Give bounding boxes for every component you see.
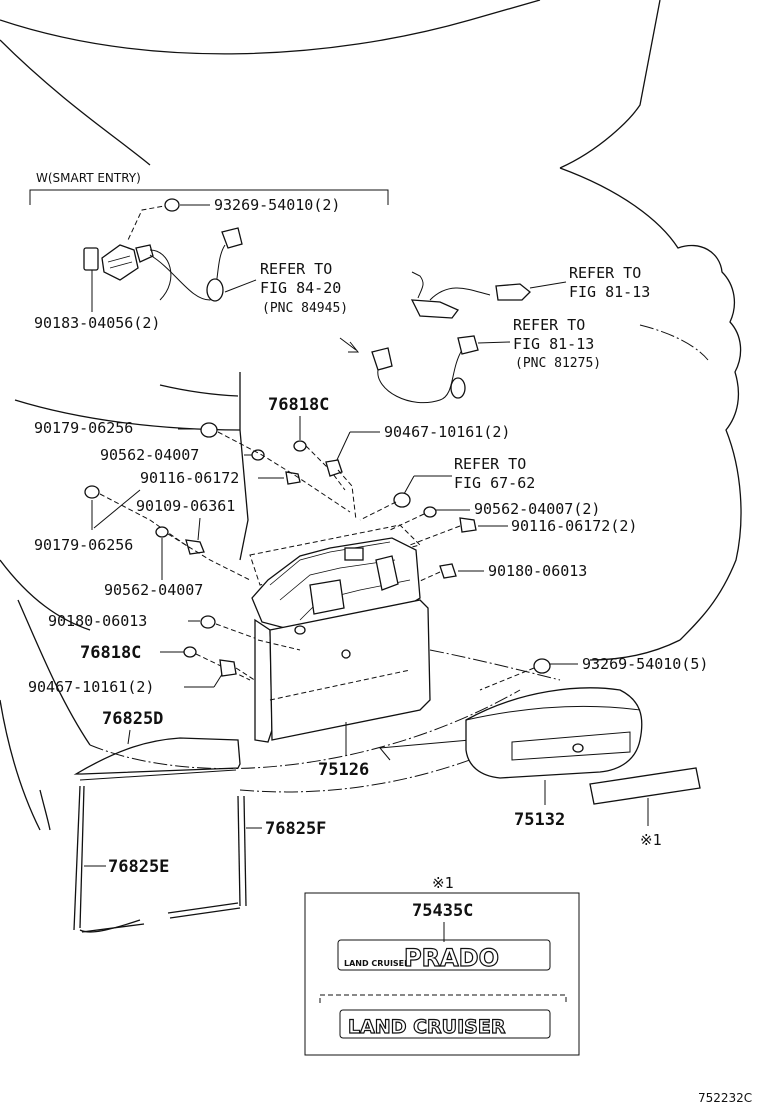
screw-icon <box>533 658 551 674</box>
ref3-line1: REFER TO <box>513 316 585 334</box>
bolt-icon <box>459 517 477 533</box>
note-mark: ※1 <box>640 831 662 849</box>
part-90179-06256-b: 90179-06256 <box>34 536 133 554</box>
figure-code: 752232C <box>698 1091 752 1105</box>
upper-fasteners: 76818C 90179-06256 90562-04007 90116-061… <box>34 395 510 521</box>
part-93269-54010-5: 93269-54010(5) <box>582 655 708 673</box>
prado-emblem-small: LAND CRUISER <box>344 959 410 968</box>
seal-76825D <box>73 737 241 775</box>
part-90180-06013-b: 90180-06013 <box>488 562 587 580</box>
variant-bracket <box>29 189 389 205</box>
ref3-line2: FIG 81-13 <box>513 335 594 353</box>
variant-label: W(SMART ENTRY) <box>36 171 141 185</box>
screw-icon <box>219 659 237 677</box>
ref1-line1: REFER TO <box>260 260 332 278</box>
part-75132-label: 75132 <box>514 810 565 830</box>
nut-icon <box>200 615 216 629</box>
ref2-line2: FIG 81-13 <box>569 283 650 301</box>
part-75126-label: 75126 <box>318 760 369 780</box>
clip-icon <box>200 422 218 438</box>
emblem-box: ※1 75435C LAND CRUISER PRADO LAND CRUISE… <box>304 874 580 1056</box>
part-90179-06256-a: 90179-06256 <box>34 419 133 437</box>
smart-entry-switch <box>83 227 243 302</box>
nut-icon <box>439 563 457 579</box>
washer-icon <box>155 526 169 538</box>
part-76825E-label: 76825E <box>108 857 169 877</box>
part-76818C-top: 76818C <box>268 395 329 415</box>
part-76825F-label: 76825F <box>265 819 326 839</box>
emblem-strip <box>589 767 701 805</box>
ref3-line3: (PNC 81275) <box>515 356 601 371</box>
land-cruiser-emblem <box>339 1009 551 1039</box>
screw-icon <box>325 459 343 477</box>
part-90562-04007-a: 90562-04007 <box>100 446 199 464</box>
smart-entry-group: W(SMART ENTRY) 93269-54010(2) 90183-0405… <box>29 171 389 332</box>
part-90467-10161-b: 90467-10161(2) <box>28 678 154 696</box>
emblem-divider <box>319 994 567 1003</box>
license-lamp-harness: REFER TO FIG 81-13 REFER TO FIG 81-13 (P… <box>339 264 650 404</box>
clip-icon <box>84 485 100 499</box>
part-75126-housing: 75126 <box>249 524 431 780</box>
washer-icon <box>423 506 437 518</box>
part-90109-06361: 90109-06361 <box>136 497 235 515</box>
washer-icon <box>251 449 265 461</box>
weatherstrip-seals: 76825D 76825E 76825F <box>73 709 326 933</box>
screw-icon <box>164 198 180 212</box>
ref2-line1: REFER TO <box>569 264 641 282</box>
emblem-frame <box>304 892 580 1056</box>
seal-76825F-right <box>237 795 241 907</box>
part-90562-04007-b: 90562-04007 <box>104 581 203 599</box>
part-90116-06172-a: 90116-06172 <box>140 469 239 487</box>
clip-icon <box>393 492 411 508</box>
arrow-icon <box>339 337 360 353</box>
part-90180-06013-a: 90180-06013 <box>48 612 147 630</box>
right-fasteners: REFER TO FIG 67-62 90562-04007(2) 90116-… <box>359 455 708 691</box>
ref1-line2: FIG 84-20 <box>260 279 341 297</box>
bolt-icon <box>185 539 205 555</box>
seal-76825F-bottom <box>169 907 241 919</box>
land-cruiser-emblem-text: LAND CRUISER <box>348 1016 506 1038</box>
washer-icon <box>293 440 307 452</box>
part-76818C-bottom: 76818C <box>80 643 141 663</box>
bolt-icon <box>285 471 301 485</box>
ref4-line2: FIG 67-62 <box>454 474 535 492</box>
part-75132-garnish: 75132 ※1 <box>465 687 701 849</box>
part-75435C-label: 75435C <box>412 901 473 921</box>
left-fasteners: 90109-06361 90179-06256 90562-04007 9018… <box>28 485 271 696</box>
ref1-line3: (PNC 84945) <box>262 301 348 316</box>
part-90116-06172-b: 90116-06172(2) <box>511 517 637 535</box>
note-mark-box: ※1 <box>432 874 454 892</box>
part-90562-04007-c: 90562-04007(2) <box>474 500 600 518</box>
part-76825D-label: 76825D <box>102 709 163 729</box>
washer-icon <box>183 646 197 658</box>
part-90183-04056: 90183-04056(2) <box>34 314 160 332</box>
seal-76825E-left <box>73 785 81 931</box>
part-93269-54010-2: 93269-54010(2) <box>214 196 340 214</box>
prado-emblem <box>337 939 551 971</box>
ref4-line1: REFER TO <box>454 455 526 473</box>
prado-emblem-text: PRADO <box>404 944 499 972</box>
part-90467-10161-a: 90467-10161(2) <box>384 423 510 441</box>
